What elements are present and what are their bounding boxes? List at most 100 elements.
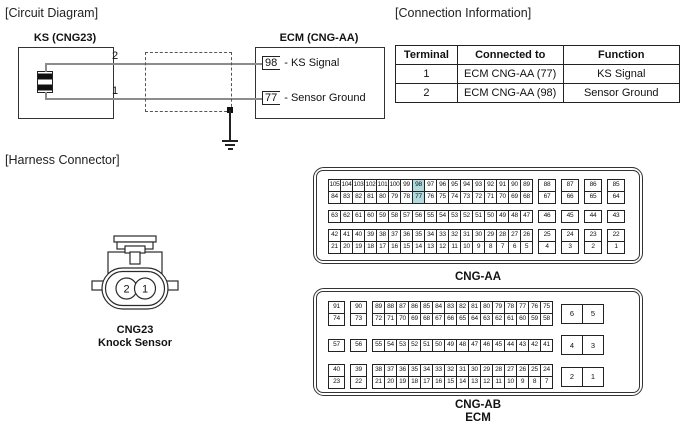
ecm-box-label: ECM (CNG-AA) — [279, 32, 359, 44]
ks-box — [18, 47, 114, 119]
pin-43: 43 — [607, 210, 625, 223]
pin-68: 68 — [520, 191, 533, 204]
pin-84: 84 — [328, 191, 341, 204]
ks-box-label: KS (CNG23) — [33, 32, 97, 44]
pin-22: 22 — [350, 376, 367, 389]
pin-21: 21 — [328, 241, 341, 254]
pin-64: 64 — [468, 313, 481, 326]
col-header-terminal: Terminal — [395, 45, 458, 65]
col-header-connected-to: Connected to — [456, 45, 564, 65]
shield-dashed-box — [145, 52, 232, 112]
pin-6: 6 — [561, 303, 583, 324]
pin-67: 67 — [538, 191, 556, 204]
pin-41: 41 — [540, 338, 553, 352]
knock-sensor-connector-name: CNG23 — [116, 324, 154, 336]
terminal-1-function-cell: KS Signal — [562, 64, 681, 84]
pin-53: 53 — [396, 338, 409, 352]
terminal-1-connected-cell: ECM CNG-AA (77) — [456, 64, 564, 84]
terminal-1-number: 1 — [142, 284, 148, 296]
pin-15: 15 — [400, 241, 413, 254]
pin-45: 45 — [561, 210, 579, 223]
connection-information-table: Terminal Connected to Function 1 ECM CNG… — [395, 45, 681, 103]
terminal-2-number: 2 — [123, 284, 129, 296]
harness-connector-section-label: [Harness Connector] — [5, 153, 120, 167]
wire-1-label: 1 — [112, 85, 119, 97]
pin-5: 5 — [582, 303, 604, 324]
ecm-pin-77-tag: 77 — [262, 90, 281, 105]
wire-1 — [46, 98, 263, 100]
terminal-1-cell: 1 — [395, 64, 458, 84]
knock-sensor-connector-drawing: 2 1 — [91, 235, 179, 310]
pin-58: 58 — [540, 313, 553, 326]
ecm-pin-98-tag: 98 — [262, 55, 281, 70]
wire-2-label: 2 — [112, 50, 119, 62]
pin-2: 2 — [561, 366, 583, 387]
pin-57: 57 — [328, 338, 345, 352]
ground-symbol-bar-2 — [225, 144, 235, 146]
pin-17: 17 — [420, 376, 433, 389]
knock-sensor-connector-desc: Knock Sensor — [98, 337, 172, 349]
cng-ab-connector-label: CNG-AB — [455, 399, 501, 411]
pin-73: 73 — [350, 313, 367, 326]
ground-symbol-bar-1 — [222, 140, 238, 142]
pin-3: 3 — [561, 241, 579, 254]
cng-aa-connector-label: CNG-AA — [455, 271, 501, 283]
pin-56: 56 — [350, 338, 367, 352]
ecm-pin-98-line: 98 - KS Signal — [262, 55, 339, 70]
pin-5: 5 — [520, 241, 533, 254]
connection-information-section-label: [Connection Information] — [395, 6, 532, 20]
ecm-pin-98-function: - KS Signal — [284, 56, 340, 69]
pin-79: 79 — [388, 191, 401, 204]
connector-latch-top — [113, 235, 157, 243]
wire-1-vertical-segment — [45, 92, 47, 100]
knock-sensor-element-symbol — [37, 71, 53, 93]
pin-74: 74 — [328, 313, 345, 326]
pin-7: 7 — [540, 376, 553, 389]
ecm-pin-77-function: - Sensor Ground — [284, 91, 366, 104]
pin-67: 67 — [432, 313, 445, 326]
pin-64: 64 — [607, 191, 625, 204]
pin-66: 66 — [561, 191, 579, 204]
wire-2-vertical-segment — [45, 63, 47, 72]
circuit-diagram-section-label: [Circuit Diagram] — [5, 6, 99, 20]
ground-lead-line — [229, 110, 231, 140]
pin-23: 23 — [328, 376, 345, 389]
connector-center-tab — [129, 251, 141, 265]
pin-65: 65 — [584, 191, 602, 204]
ground-symbol-bar-3 — [228, 148, 233, 150]
pin-2: 2 — [584, 241, 602, 254]
table-row: 2 ECM CNG-AA (98) Sensor Ground — [395, 83, 681, 103]
pin-70: 70 — [496, 191, 509, 204]
table-header-row: Terminal Connected to Function — [395, 45, 681, 65]
pin-8: 8 — [484, 241, 497, 254]
pin-46: 46 — [538, 210, 556, 223]
pin-72: 72 — [472, 191, 485, 204]
pin-81: 81 — [364, 191, 377, 204]
ecm-pin-77-line: 77 - Sensor Ground — [262, 90, 366, 105]
terminal-1-cavity — [133, 277, 157, 300]
col-header-function: Function — [562, 45, 681, 65]
terminal-2-connected-cell: ECM CNG-AA (98) — [456, 83, 564, 103]
pin-4: 4 — [538, 241, 556, 254]
terminal-2-cell: 2 — [395, 83, 458, 103]
pin-47: 47 — [520, 210, 533, 223]
pin-44: 44 — [584, 210, 602, 223]
wire-2 — [46, 63, 263, 65]
